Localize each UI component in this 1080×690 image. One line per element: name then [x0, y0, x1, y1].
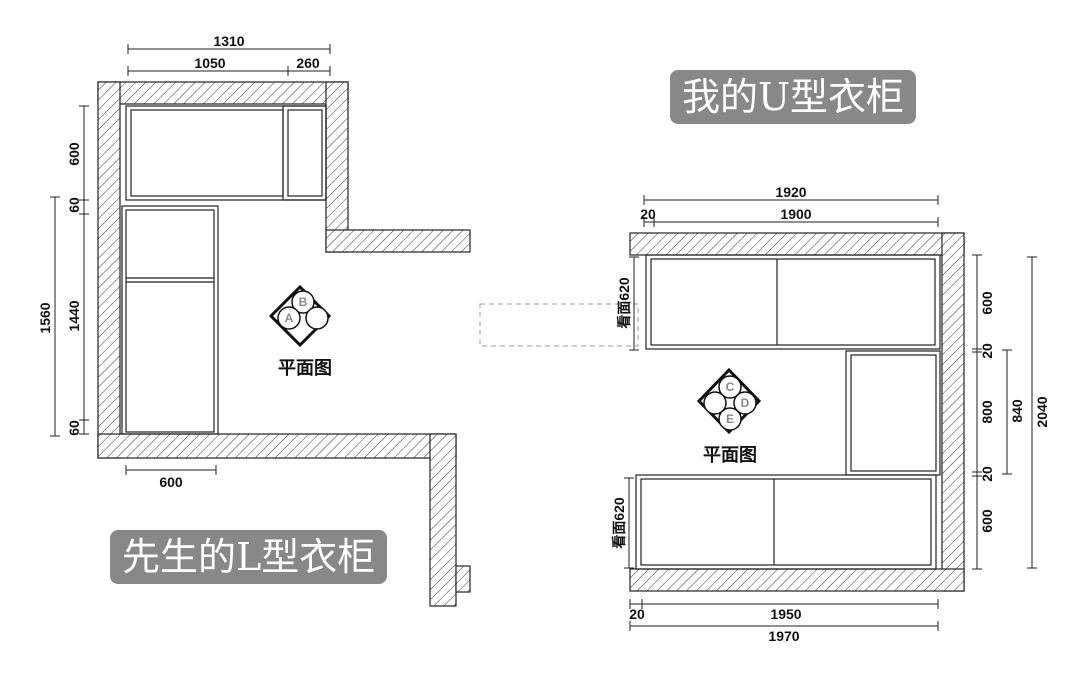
right-wall-right	[941, 232, 965, 592]
left-side-dimensions	[50, 105, 89, 437]
dim-left-bottom-600: 600	[159, 474, 183, 490]
cabinet-side-inner	[125, 209, 215, 433]
right-bottom-dimensions	[629, 599, 939, 631]
cabinet-lower-inner	[640, 478, 932, 566]
cabinet-top-small	[282, 105, 327, 201]
cabinet-right-inner	[850, 354, 937, 472]
left-wall-right-upper	[325, 81, 349, 253]
dim-right-side-bottom: 看面620	[611, 497, 627, 550]
right-wall-bottom	[629, 568, 965, 592]
left-cabinets	[121, 105, 327, 435]
symbol-circle-blank	[703, 391, 727, 415]
dim-left-v-1560: 1560	[37, 302, 53, 333]
dim-left-seg-b: 260	[296, 55, 320, 71]
dim-right-v-840: 840	[1009, 399, 1025, 423]
symbol-letter-d: D	[741, 396, 750, 410]
left-wall-left	[97, 81, 121, 459]
right-side-dimensions	[624, 256, 639, 569]
left-wall-bottom-notch	[455, 565, 471, 593]
dim-right-side-top: 看面620	[616, 277, 632, 330]
left-wall-top	[97, 81, 349, 105]
symbol-letter-a: A	[285, 311, 294, 325]
left-wall-right-stub	[325, 229, 471, 253]
dim-right-v-800: 800	[979, 400, 995, 424]
left-l-plan: 1310 1050 260 600 60 1440 60 1560 600	[37, 33, 471, 607]
left-wall-bottom	[97, 433, 457, 459]
right-plan-symbol: C D E	[696, 367, 762, 435]
right-walls	[629, 232, 965, 592]
left-plan-symbol: B A	[268, 284, 332, 348]
right-u-plan: 1920 20 1900 看面620 看面620	[611, 184, 1050, 644]
right-plan-label: 平面图	[703, 445, 757, 466]
symbol-circle-e	[718, 407, 742, 431]
right-cabinets	[635, 254, 941, 570]
cabinet-upper	[645, 254, 941, 350]
dim-right-v-20-a: 20	[979, 343, 995, 359]
dim-left-v-1440: 1440	[66, 300, 82, 331]
dim-right-top-1920: 1920	[775, 184, 806, 200]
cabinet-top-main	[125, 105, 327, 201]
symbol-circle-a	[277, 306, 301, 330]
left-bottom-dimension	[125, 465, 217, 475]
dim-left-v-600: 600	[66, 142, 82, 166]
symbol-circle-b	[291, 290, 315, 314]
symbol-circle-c	[718, 375, 742, 399]
symbol-letter-c: C	[726, 380, 735, 394]
left-top-dimensions	[127, 44, 331, 76]
dim-right-bottom-1970: 1970	[768, 628, 799, 644]
dim-right-v-600-bottom: 600	[979, 509, 995, 533]
right-top-dimensions	[643, 195, 939, 227]
dim-right-v-2040: 2040	[1034, 396, 1050, 427]
dim-left-seg-a: 1050	[194, 55, 225, 71]
dim-left-total-width: 1310	[213, 33, 244, 49]
left-walls	[97, 81, 471, 607]
left-wall-bottom-leg	[429, 433, 457, 607]
dim-right-top-1900: 1900	[780, 206, 811, 222]
dim-left-v-60-bottom: 60	[66, 420, 82, 436]
dim-right-bottom-1950: 1950	[770, 606, 801, 622]
dim-right-v-20-b: 20	[979, 466, 995, 482]
cabinet-top-inner	[130, 109, 284, 197]
symbol-circle-blank	[305, 306, 329, 330]
dashed-connector	[479, 303, 639, 347]
symbol-circle-d	[733, 391, 757, 415]
title-left-l-wardrobe: 先生的L型衣柜	[110, 530, 388, 584]
cabinet-side	[121, 205, 219, 435]
dim-right-v-600-top: 600	[979, 291, 995, 315]
left-plan-label: 平面图	[278, 358, 332, 379]
diamond-symbol	[696, 367, 762, 435]
dim-right-top-20: 20	[640, 206, 656, 222]
symbol-letter-b: B	[299, 295, 308, 309]
title-right-u-wardrobe: 我的U型衣柜	[670, 70, 917, 124]
cabinet-top-small-inner	[287, 109, 323, 197]
cabinet-upper-inner	[650, 258, 936, 346]
cabinet-lower	[635, 474, 937, 570]
right-wall-top	[629, 232, 965, 256]
right-vertical-dimensions	[972, 254, 1037, 570]
dim-left-v-60-top: 60	[66, 197, 82, 213]
dim-right-bottom-20: 20	[629, 606, 645, 622]
symbol-letter-e: E	[726, 412, 734, 426]
cabinet-right	[845, 350, 941, 476]
